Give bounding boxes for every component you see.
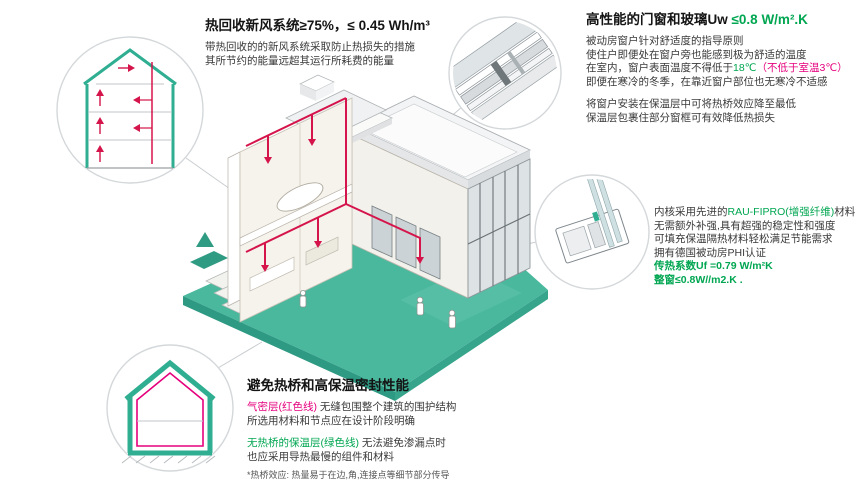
- windows-title-text: 高性能的门窗和玻璃Uw: [586, 12, 732, 27]
- kitchen-counter: [249, 256, 295, 292]
- passive-house-model: [227, 74, 532, 329]
- facade-mullions: [467, 165, 531, 292]
- windows-line-6: 保温层包裹住部分窗框可有效降低热损失: [586, 111, 775, 124]
- thermal-bridge-footnote: *热桥效应: 热量易于在边,角,连接点等细节部分传导: [247, 470, 450, 480]
- thermal-bridge-section: 避免热桥和高保温密封性能 气密层(红色线) 无缝包围整个建筑的围护结构 所选用材…: [247, 374, 456, 481]
- thermal-line-1: 气密层(红色线) 无缝包围整个建筑的围护结构: [247, 401, 456, 415]
- thermal-line-1-text: 无缝包围整个建筑的围护结构: [317, 401, 457, 413]
- windows-line-3-temp: 18℃: [733, 62, 757, 74]
- thermal-line-2: 所选用材料和节点应在设计阶段明确: [247, 414, 415, 427]
- human-figures: [299, 289, 456, 329]
- frame-line-4: 拥有德国被动房PHI认证: [654, 246, 767, 259]
- thermal-line-4: 也应采用导热最慢的组件和材料: [247, 450, 394, 463]
- ventilation-ducts: [245, 97, 421, 266]
- windows-line-3-text: 在室内，窗户表面温度不得低于: [586, 62, 733, 74]
- window-profile-detail-circle: [534, 170, 650, 290]
- airtight-layer-drawing: [121, 359, 216, 464]
- ventilation-detail-circle: [56, 36, 204, 184]
- frame-uw-value: 整窗≤0.8W//m2.K .: [654, 273, 743, 286]
- windows-line-3-note: （不低于室温3℃）: [756, 62, 848, 74]
- window-profile-drawing: [555, 170, 630, 264]
- windows-title-value: ≤0.8 W/m².K: [731, 12, 808, 27]
- frame-material-section: 内核采用先进的RAU-FIPRO(增强纤维)材料 无需额外补强,具有超强的稳定性…: [654, 206, 855, 287]
- windows-line-2: 使住户即便处在窗户旁也能感到极为舒适的温度: [586, 48, 807, 61]
- airtight-line: [136, 371, 204, 447]
- frame-line-1-material: RAU-FIPRO(增强纤维): [727, 206, 835, 218]
- bathtub: [276, 182, 324, 212]
- thermal-line-3-text: 无法避免渗漏点时: [359, 437, 446, 449]
- frame-line-2: 无需额外补强,具有超强的稳定性和强度: [654, 219, 836, 232]
- windows-line-4: 即便在寒冷的冬季，在靠近窗户部位也无寒冷不适感: [586, 75, 828, 88]
- airflow-arrowheads: [261, 139, 424, 272]
- frame-uf-value: 传热系数Uf =0.79 W/m²K: [654, 260, 773, 272]
- insulation-layer-label: 无热桥的保温层(绿色线): [247, 437, 359, 449]
- windows-line-1: 被动房窗户针对舒适度的指导原则: [586, 35, 744, 47]
- roof-vent-unit: [299, 74, 335, 101]
- ventilation-detail-drawing: [83, 48, 177, 169]
- heat-recovery-line-2: 其所节约的能量远超其运行所耗费的能量: [205, 54, 394, 67]
- ground-hatching: [121, 455, 216, 464]
- heat-recovery-section: 热回收新风系统≥75%，≤ 0.45 Wh/m³ 带热回收的的新风系统采取防止热…: [205, 14, 430, 68]
- frame-line-1-text: 内核采用先进的: [654, 206, 728, 218]
- windows-line-5: 将窗户安装在保温层中可将热桥效应降至最低: [586, 98, 796, 110]
- frame-line-3: 可填充保温隔热材料轻松满足节能需求: [654, 233, 833, 245]
- thermal-line-3: 无热桥的保温层(绿色线) 无法避免渗漏点时: [247, 437, 456, 451]
- exhaust-riser-duct: [140, 62, 153, 164]
- thermal-bridge-title: 避免热桥和高保温密封性能: [247, 378, 409, 393]
- windows-section: 高性能的门窗和玻璃Uw ≤0.8 W/m².K 被动房窗户针对舒适度的指导原则 …: [586, 8, 848, 125]
- heat-recovery-line-1: 带热回收的的新风系统采取防止热损失的措施: [205, 41, 415, 53]
- airtight-layer-detail-circle: [106, 344, 234, 472]
- window-corner-detail-circle: [443, 15, 562, 130]
- frame-line-1: 内核采用先进的RAU-FIPRO(增强纤维)材料: [654, 206, 855, 220]
- frame-line-1-suffix: 材料: [834, 206, 856, 218]
- windows-line-3: 在室内，窗户表面温度不得低于18℃（不低于室温3℃）: [586, 62, 848, 76]
- red-airflow-arrows: [96, 64, 140, 162]
- heat-recovery-title: 热回收新风系统≥75%，≤ 0.45 Wh/m³: [205, 18, 430, 33]
- windows-title: 高性能的门窗和玻璃Uw ≤0.8 W/m².K: [586, 8, 848, 28]
- airtight-layer-label: 气密层(红色线): [247, 401, 317, 413]
